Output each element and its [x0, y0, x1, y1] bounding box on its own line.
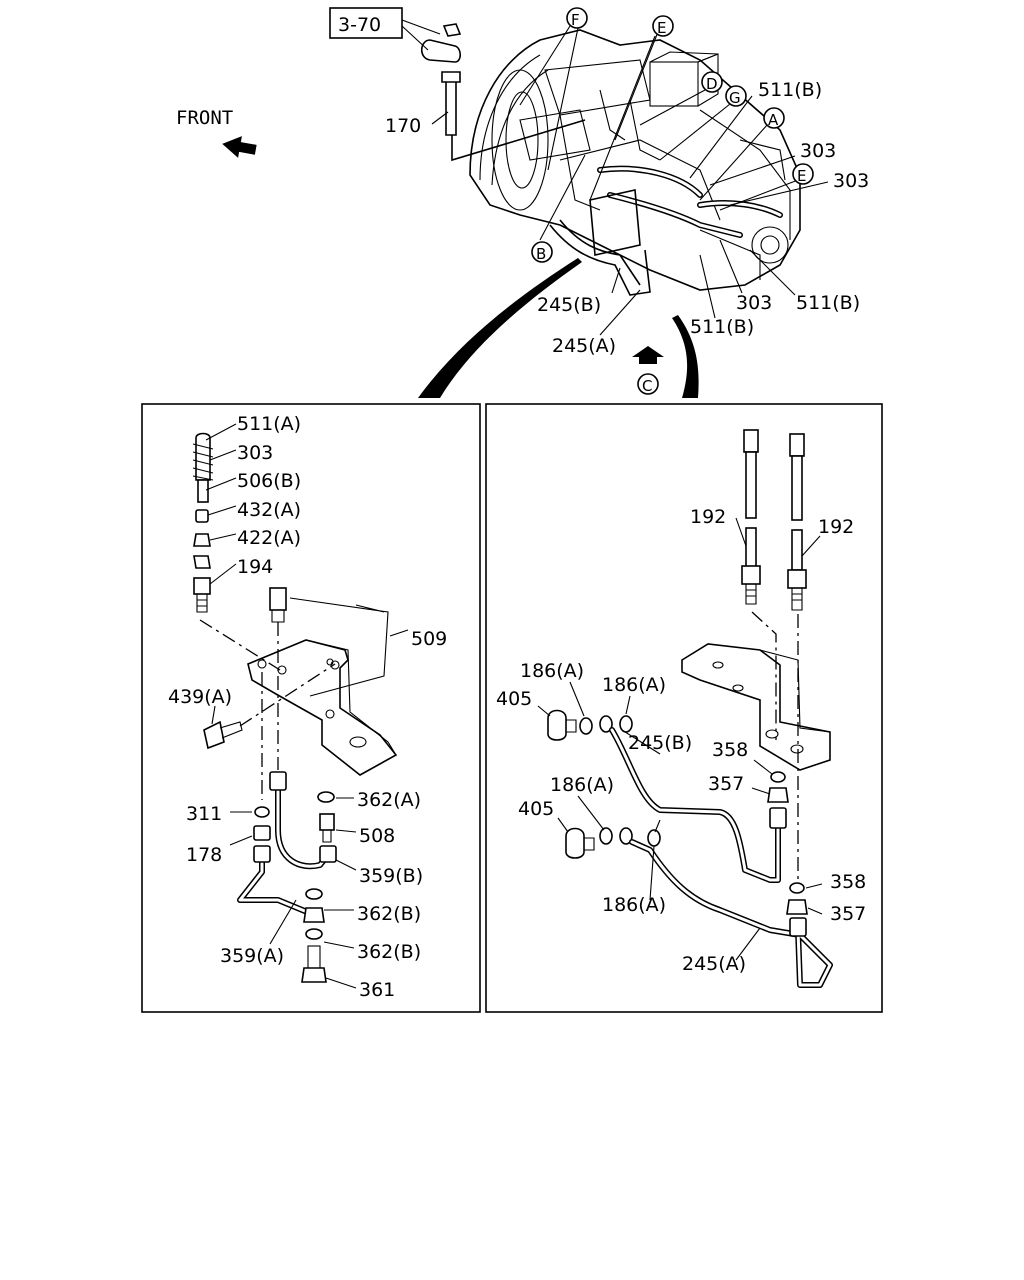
left-detail-panel [141, 403, 481, 1013]
label-506b: 506(B) [237, 470, 301, 492]
label-186a-d: 186(A) [602, 894, 666, 916]
label-303-left: 303 [237, 442, 273, 464]
label-186a-c: 186(A) [550, 774, 614, 796]
left-panel-leaders [205, 423, 409, 989]
label-245b-top: 245(B) [537, 294, 601, 316]
label-361: 361 [359, 979, 395, 1001]
label-405-b: 405 [518, 798, 554, 820]
label-511b-top: 511(B) [758, 79, 822, 101]
front-arrow-icon [222, 136, 257, 158]
label-422a: 422(A) [237, 527, 301, 549]
label-178: 178 [186, 844, 222, 866]
label-194: 194 [237, 556, 273, 578]
label-362b-b: 362(B) [357, 941, 421, 963]
label-439a: 439(A) [168, 686, 232, 708]
label-357-b: 357 [830, 903, 866, 925]
right-panel-leaders [537, 517, 823, 961]
label-362a: 362(A) [357, 789, 421, 811]
letter-c: C [642, 377, 652, 395]
ref-box-label: 3-70 [338, 14, 381, 36]
left-panel-parts [192, 432, 398, 983]
letter-g: G [729, 89, 741, 107]
label-303-c: 303 [736, 292, 772, 314]
label-358-a: 358 [712, 739, 748, 761]
label-245a-right: 245(A) [682, 953, 746, 975]
letter-d: D [706, 75, 718, 93]
label-192-left: 192 [690, 506, 726, 528]
letter-a: A [768, 111, 779, 129]
label-303-b: 303 [833, 170, 869, 192]
label-359a: 359(A) [220, 945, 284, 967]
label-511b-bottom: 511(B) [690, 316, 754, 338]
label-192-right: 192 [818, 516, 854, 538]
ref-box [329, 7, 403, 39]
label-405-a: 405 [496, 688, 532, 710]
label-245b-right: 245(B) [628, 732, 692, 754]
label-357-a: 357 [708, 773, 744, 795]
right-panel-parts [547, 429, 833, 988]
curve-to-left-panel [418, 258, 582, 398]
label-245a-top: 245(A) [552, 335, 616, 357]
letter-f: F [571, 11, 580, 29]
letter-b: B [536, 245, 546, 263]
label-362b-a: 362(B) [357, 903, 421, 925]
label-186a-a: 186(A) [520, 660, 584, 682]
right-detail-panel [485, 403, 883, 1013]
curve-to-right-panel [672, 315, 699, 398]
callout-letters-top: F E D G A E B C [531, 7, 814, 395]
label-186a-b: 186(A) [602, 674, 666, 696]
label-509: 509 [411, 628, 447, 650]
view-arrow-icon [632, 346, 664, 364]
label-311: 311 [186, 803, 222, 825]
label-432a: 432(A) [237, 499, 301, 521]
front-label: FRONT [176, 107, 233, 129]
label-511b-right: 511(B) [796, 292, 860, 314]
label-170: 170 [385, 115, 421, 137]
top-leaders [431, 25, 829, 336]
letter-e-top: E [657, 19, 666, 37]
letter-e-right: E [797, 167, 806, 185]
label-511a: 511(A) [237, 413, 301, 435]
label-359b: 359(B) [359, 865, 423, 887]
transmission-assembly [420, 23, 801, 296]
label-358-b: 358 [830, 871, 866, 893]
label-508: 508 [359, 825, 395, 847]
label-303-a: 303 [800, 140, 836, 162]
